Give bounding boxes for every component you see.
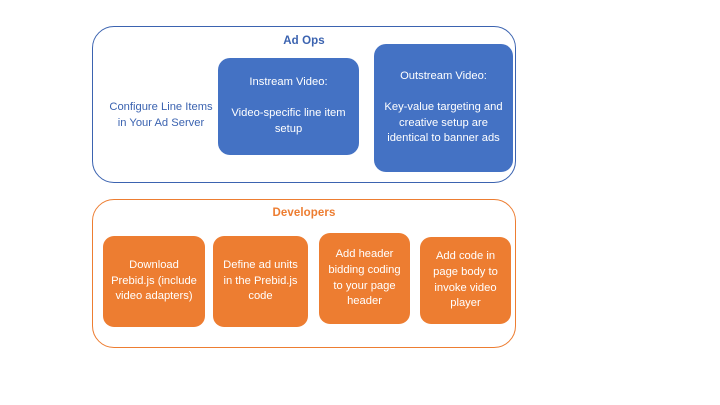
add-header-bidding-code-box: Add header bidding coding to your page h… <box>319 233 410 324</box>
instream-video-body: Video-specific line item setup <box>231 107 346 135</box>
instream-video-box: Instream Video: Video-specific line item… <box>218 58 359 155</box>
developers-group: Developers Download Prebid.js (include v… <box>92 199 516 348</box>
outstream-video-body: Key-value targeting and creative setup a… <box>384 100 503 145</box>
configure-line-items-card: Configure Line Items in Your Ad Server <box>109 101 213 129</box>
download-prebid-box: Download Prebid.js (include video adapte… <box>103 236 205 327</box>
add-page-body-code-box: Add code in page body to invoke video pl… <box>420 237 511 324</box>
developers-group-title: Developers <box>272 207 336 219</box>
outstream-video-box: Outstream Video: Key-value targeting and… <box>374 44 513 172</box>
instream-video-heading: Instream Video: <box>249 76 328 89</box>
ad-ops-group: Ad Ops Configure Line Items in Your Ad S… <box>92 26 516 183</box>
ad-ops-group-title: Ad Ops <box>283 35 325 47</box>
define-ad-units-box: Define ad units in the Prebid.js code <box>213 236 308 327</box>
outstream-video-heading: Outstream Video: <box>400 69 487 82</box>
